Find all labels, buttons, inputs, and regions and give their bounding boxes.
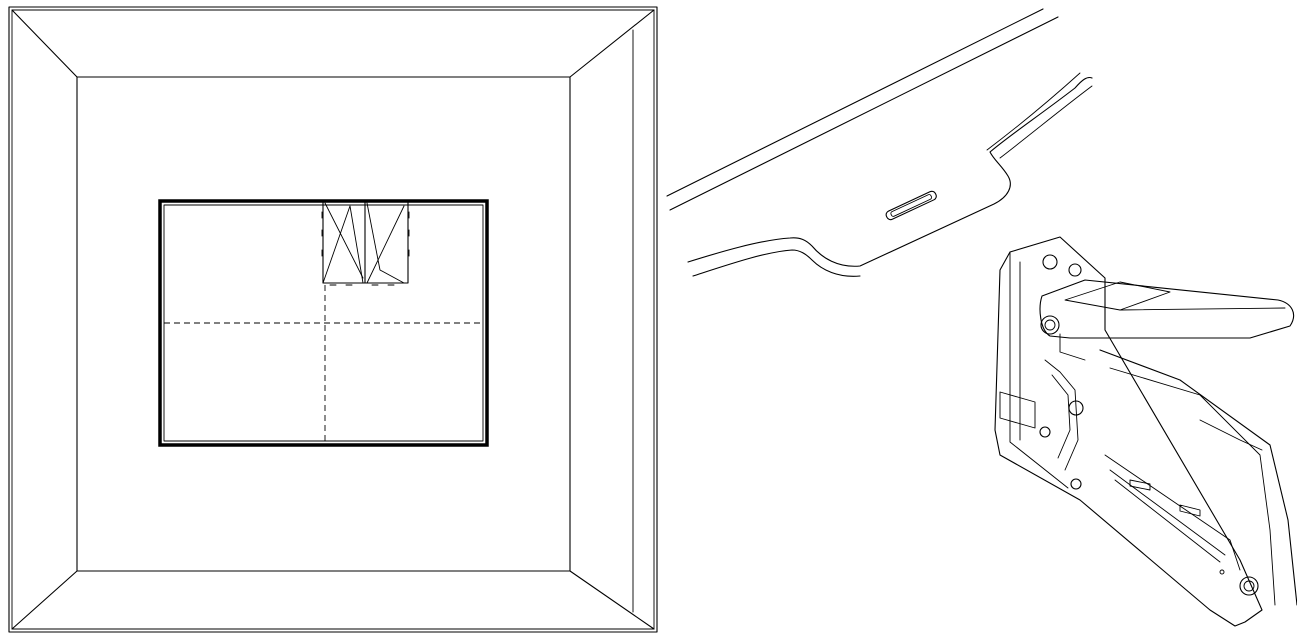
staple-gun-pivots [1039,254,1259,596]
staple-gun-magazine [1099,349,1297,606]
box-inner-floor [76,76,571,572]
strip-slot [885,190,937,221]
strip-detail [666,8,1093,277]
box-corner-bevels [11,9,655,630]
box-outer-frame [8,6,658,633]
staple-gun-drawing [994,236,1297,627]
box-outer-frame-inner-edge [11,9,655,630]
staple-pack-top-view [321,200,410,286]
staple-gun-linkage [999,359,1201,517]
staple-gun-handle [1039,279,1295,361]
center-guide-lines [164,285,483,441]
box-top-view [8,6,658,633]
staple-pack-dashes [321,211,410,286]
